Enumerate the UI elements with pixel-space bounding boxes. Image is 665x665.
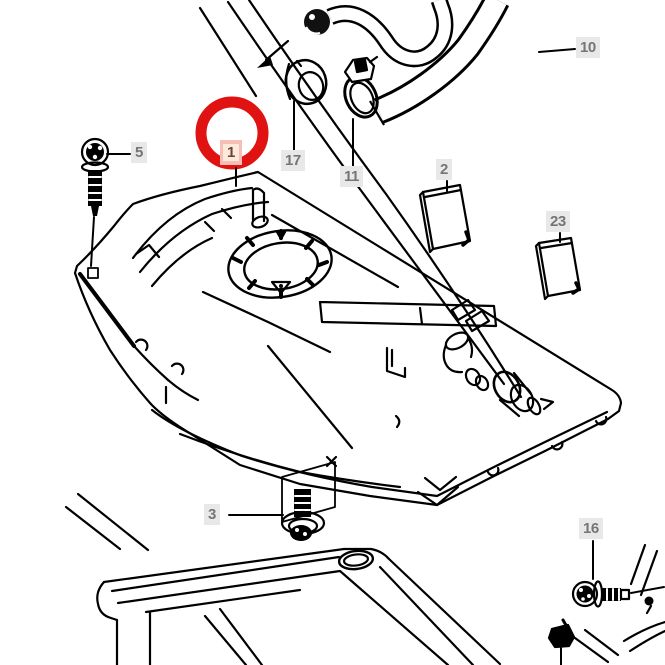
callout-16-flange-bolt[interactable]: 16 xyxy=(579,518,603,539)
callout-label: 11 xyxy=(344,168,359,185)
callout-11-hose-clamp[interactable]: 11 xyxy=(340,166,363,187)
misc-hardware-drawing xyxy=(549,545,665,665)
callout-label: 16 xyxy=(583,520,599,537)
leader-lines xyxy=(107,49,593,579)
callout-label: 3 xyxy=(208,506,216,523)
callout-label: 23 xyxy=(550,213,566,230)
arrow-head xyxy=(257,56,273,68)
pad-23-drawing xyxy=(536,238,580,299)
grommet-17-drawing xyxy=(280,55,332,109)
callout-5-flange-bolt[interactable]: 5 xyxy=(131,142,147,163)
callout-1-fuel-tank[interactable]: 1 xyxy=(220,140,242,165)
top-clamp-drawing xyxy=(304,9,330,35)
callout-label: 5 xyxy=(135,144,143,161)
callout-label: 1 xyxy=(223,144,239,161)
hose-10-drawing xyxy=(304,0,497,125)
callout-10-filler-hose[interactable]: 10 xyxy=(576,37,600,58)
callout-17-grommet[interactable]: 17 xyxy=(281,150,305,171)
leader-line-10 xyxy=(539,49,575,52)
shield-bracket-drawing xyxy=(97,549,500,665)
callout-3-flange-bolt[interactable]: 3 xyxy=(204,504,220,525)
bolt-5-drawing xyxy=(82,139,108,266)
callout-2-cushion-pad[interactable]: 2 xyxy=(436,159,452,180)
bolt-16-drawing xyxy=(573,582,664,607)
fuel-tank-drawing xyxy=(66,172,621,550)
callout-23-cushion-pad[interactable]: 23 xyxy=(546,211,570,232)
bolt-3-drawing xyxy=(282,457,336,541)
clamp-11-drawing xyxy=(339,57,384,122)
callout-label: 17 xyxy=(285,152,301,169)
callout-label: 2 xyxy=(440,161,448,178)
callout-label: 10 xyxy=(580,39,596,56)
pad-2-drawing xyxy=(420,185,470,252)
filler-pipe-drawing xyxy=(200,0,553,416)
